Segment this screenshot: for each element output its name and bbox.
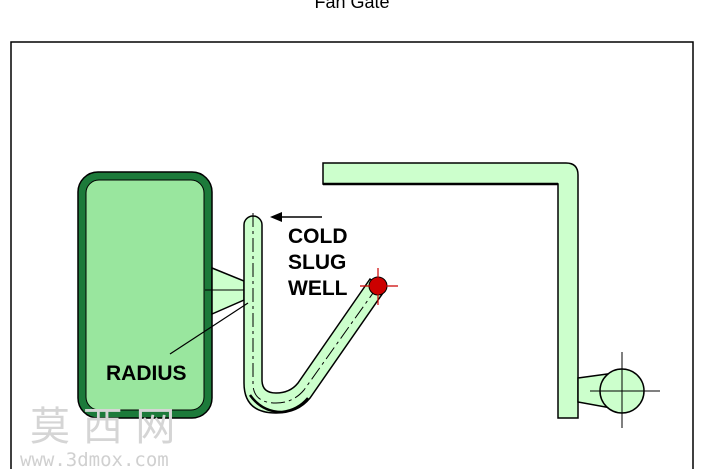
diagram-title: Fan Gate <box>314 0 390 12</box>
top-runner <box>322 162 579 419</box>
radius-leader-line <box>169 302 249 355</box>
label-slug: SLUG <box>288 251 346 274</box>
label-cold: COLD <box>288 225 348 248</box>
runner-bend-edge <box>248 394 309 414</box>
label-radius: RADIUS <box>106 362 187 385</box>
runner-outline <box>243 215 387 414</box>
watermark-chars: 莫 西 网 <box>30 404 175 450</box>
part-cavity <box>85 179 205 411</box>
diagram-frame <box>10 41 694 469</box>
runner-centerline <box>252 213 379 404</box>
label-well: WELL <box>288 277 348 300</box>
fan-gate <box>211 266 245 316</box>
watermark-url: www.3dmox.com <box>20 449 169 469</box>
cold-slug-arrow-head <box>270 212 282 222</box>
